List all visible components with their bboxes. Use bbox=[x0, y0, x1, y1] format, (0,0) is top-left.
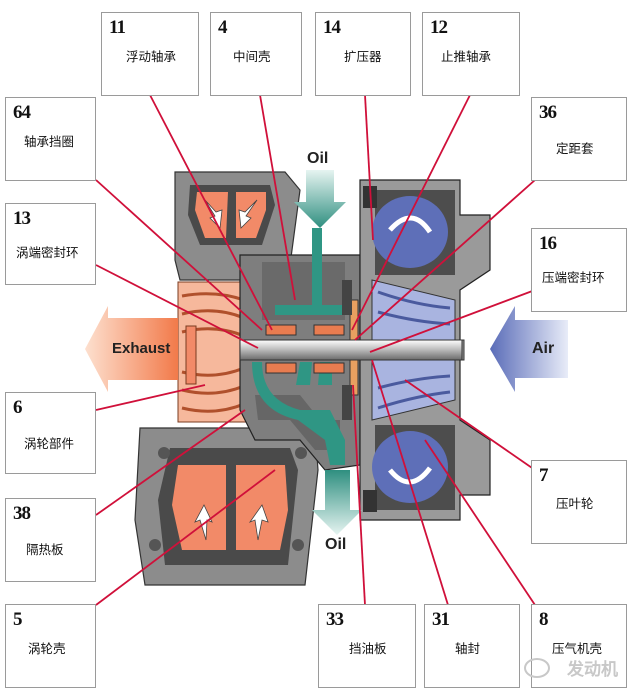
oil-out-label: Oil bbox=[325, 536, 347, 553]
callout-number: 5 bbox=[13, 609, 22, 630]
floating-bearing-right bbox=[313, 324, 345, 336]
callout-number: 14 bbox=[323, 17, 341, 38]
callout-label: 隔热板 bbox=[26, 542, 64, 557]
shaft bbox=[239, 339, 463, 361]
callout-label: 中间壳 bbox=[233, 49, 271, 64]
callout-number: 12 bbox=[430, 17, 448, 38]
callout-label: 轴封 bbox=[455, 641, 481, 656]
callout-number: 64 bbox=[13, 102, 31, 123]
callout-4: 4 中间壳 bbox=[210, 12, 302, 96]
callout-16: 16 压端密封环 bbox=[531, 228, 627, 312]
callout-number: 6 bbox=[13, 397, 22, 418]
callout-7: 7 压叶轮 bbox=[531, 460, 627, 544]
callout-13: 13 涡端密封环 bbox=[5, 203, 96, 285]
callout-5: 5 涡轮壳 bbox=[5, 604, 96, 688]
callout-number: 31 bbox=[432, 609, 450, 630]
watermark: 发动机 bbox=[567, 660, 618, 680]
oil-in-arrow bbox=[294, 170, 346, 228]
callout-6: 6 涡轮部件 bbox=[5, 392, 96, 474]
callout-number: 38 bbox=[13, 503, 31, 524]
callout-number: 4 bbox=[218, 17, 227, 38]
callout-label: 浮动轴承 bbox=[126, 49, 177, 64]
callout-label: 定距套 bbox=[556, 141, 594, 156]
callout-number: 11 bbox=[109, 17, 126, 38]
callout-label: 压气机壳 bbox=[552, 641, 603, 656]
callout-label: 扩压器 bbox=[344, 49, 382, 64]
callout-label: 涡轮部件 bbox=[24, 436, 75, 451]
exhaust-label: Exhaust bbox=[112, 340, 171, 357]
callout-12: 12 止推轴承 bbox=[422, 12, 520, 96]
air-arrow bbox=[490, 306, 568, 392]
callout-number: 13 bbox=[13, 208, 31, 229]
callout-11: 11 浮动轴承 bbox=[101, 12, 199, 96]
callout-number: 16 bbox=[539, 233, 557, 254]
callout-31: 31 轴封 bbox=[424, 604, 520, 688]
callout-number: 8 bbox=[539, 609, 548, 630]
callout-label: 涡轮壳 bbox=[28, 641, 66, 656]
callout-label: 涡端密封环 bbox=[16, 245, 79, 260]
callout-36: 36 定距套 bbox=[531, 97, 627, 181]
air-label: Air bbox=[532, 340, 555, 357]
callout-14: 14 扩压器 bbox=[315, 12, 411, 96]
callout-label: 挡油板 bbox=[349, 641, 387, 656]
floating-bearing-left bbox=[265, 324, 297, 336]
callout-number: 33 bbox=[326, 609, 344, 630]
callout-label: 压叶轮 bbox=[556, 496, 594, 511]
callout-number: 36 bbox=[539, 102, 557, 123]
callout-number: 7 bbox=[539, 465, 548, 486]
callout-64: 64 轴承挡圈 bbox=[5, 97, 96, 181]
callout-label: 轴承挡圈 bbox=[24, 134, 75, 149]
watermark-icon bbox=[524, 658, 550, 678]
callout-label: 止推轴承 bbox=[441, 49, 492, 64]
oil-in-label: Oil bbox=[307, 150, 329, 167]
callout-label: 压端密封环 bbox=[542, 270, 605, 285]
oil-out-arrow bbox=[312, 470, 362, 535]
callout-33: 33 挡油板 bbox=[318, 604, 416, 688]
oil-channel bbox=[275, 228, 345, 315]
callout-38: 38 隔热板 bbox=[5, 498, 96, 582]
